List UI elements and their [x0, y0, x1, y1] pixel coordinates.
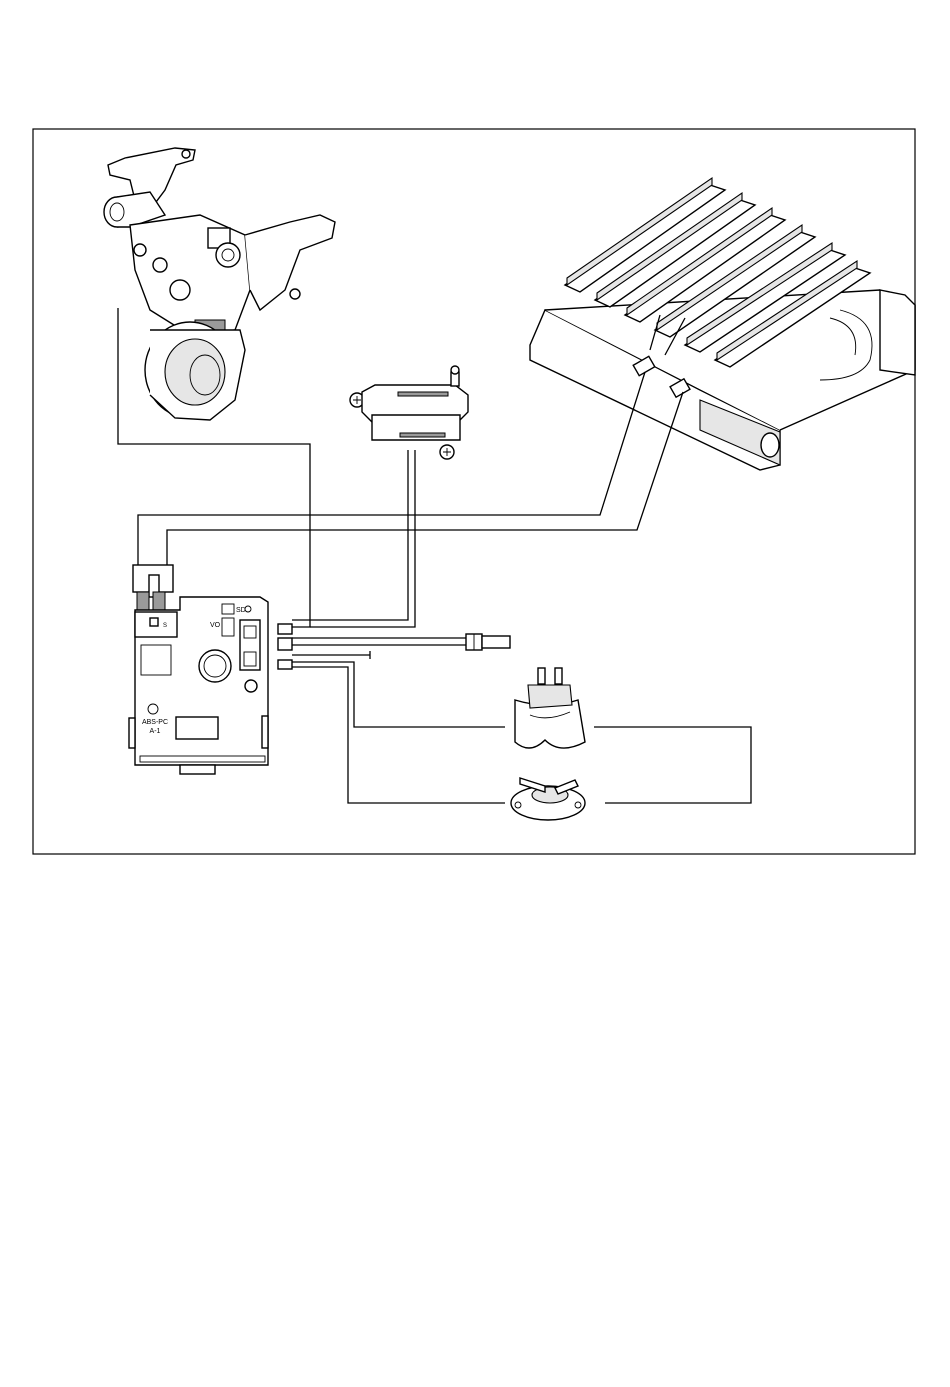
sd-label: SD — [236, 607, 246, 614]
grade-label: A-1 — [150, 728, 161, 735]
material-label: ABS-PC — [142, 719, 168, 726]
s-label: S — [163, 623, 167, 629]
vo-label: VO — [210, 622, 221, 629]
output-connector — [466, 634, 510, 650]
